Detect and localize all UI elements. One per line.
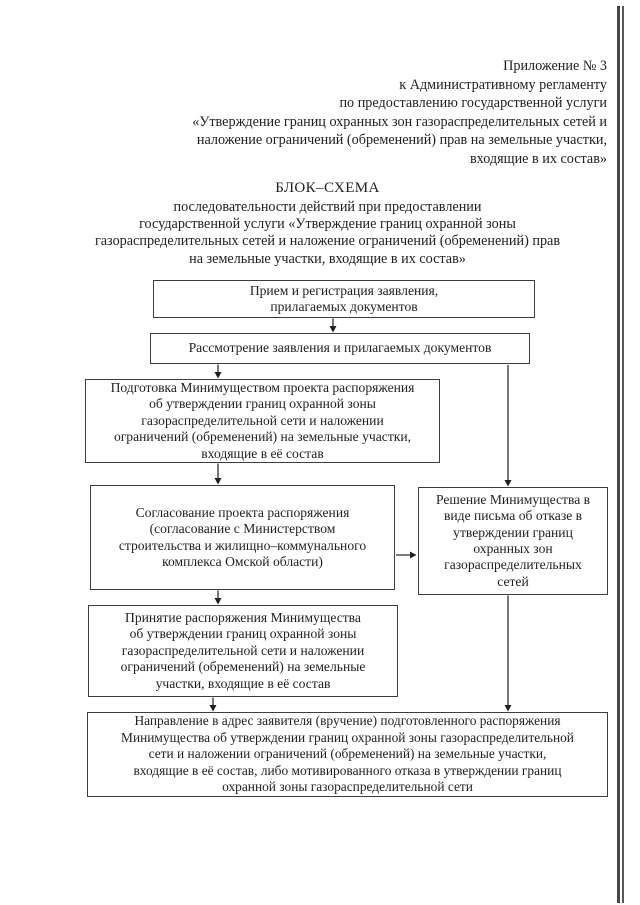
text-line: входящие в её состав, либо мотивированно… [133, 762, 562, 778]
text-line: Минимущества об утверждении границ охран… [121, 729, 574, 745]
text-line: газораспределительных [444, 557, 582, 573]
text-line: сети и наложении ограничений (обременени… [148, 746, 547, 762]
text-line: охранной зоны газораспределительной сети [222, 779, 473, 795]
step-approval-box: Согласование проекта распоряжения(соглас… [90, 485, 395, 590]
text-line: газораспределительной сети и наложении [121, 642, 365, 658]
scheme-subtitle: последовательности действий при предоста… [35, 199, 620, 268]
arrow-refusal-to-delivery [504, 595, 512, 712]
text-line: входящие в её состав [201, 445, 324, 461]
text-line: (согласование с Министерством [149, 521, 336, 537]
text-line: ограничений (обременений) на земельные [120, 659, 366, 675]
text-line: Решение Минимущества в [435, 491, 591, 507]
text-line: последовательности действий при предоста… [173, 199, 482, 215]
arrow-approval-to-refusal [396, 551, 417, 559]
page-scan-edge-line [617, 6, 620, 903]
page-scan-edge-line-2 [622, 6, 624, 903]
text-line: об утверждении границ охранной зоны [129, 626, 357, 642]
text-line: строительства и жилищно–коммунального [118, 537, 367, 553]
text-line: Согласование проекта распоряжения [135, 504, 350, 520]
scheme-title: БЛОК–СХЕМА [275, 180, 380, 196]
text-line: по предоставлению государственной услуги [339, 95, 607, 112]
appendix-header: Приложение № 3 к Административному реглам… [30, 57, 607, 169]
text-line: наложение ограничений (обременений) прав… [196, 132, 607, 149]
text-line: Прием и регистрация заявления, [249, 282, 439, 298]
arrow-draft-to-approval [214, 463, 222, 485]
text-line: участки, входящие в её состав [155, 675, 331, 691]
text-line: Направление в адрес заявителя (вручение)… [134, 713, 561, 729]
arrow-adoption-to-delivery [209, 697, 217, 712]
text-line: сетей [497, 573, 529, 589]
text-line: ограничений (обременений) на земельные у… [113, 429, 412, 445]
text-line: Принятие распоряжения Минимущества [125, 609, 361, 625]
step-draft-preparation-box: Подготовка Минимуществом проекта распоря… [85, 379, 440, 463]
arrow-review-to-refusal [504, 365, 512, 487]
text-line: Приложение № 3 [503, 58, 607, 74]
text-line: Рассмотрение заявления и прилагаемых док… [188, 340, 492, 356]
text-line: Подготовка Минимуществом проекта распоря… [110, 379, 415, 395]
text-line: газораспределительной сети и наложении [141, 412, 384, 428]
step-review-box: Рассмотрение заявления и прилагаемых док… [150, 333, 530, 364]
text-line: на земельные участки, входящие в их сост… [189, 250, 466, 267]
text-line: входящие в их состав» [469, 150, 607, 167]
text-line: прилагаемых документов [270, 299, 418, 314]
text-line: «Утверждение границ охранных зон газорас… [192, 113, 607, 130]
step-reception-box: Прием и регистрация заявления,прилагаемы… [153, 280, 535, 318]
arrow-reception-to-review [329, 318, 337, 333]
text-line: охранных зон [473, 541, 553, 556]
text-line: газораспределительных сетей и наложение … [94, 233, 561, 250]
text-line: утверждении границ [453, 524, 573, 540]
arrow-review-to-draft [214, 364, 222, 379]
text-line: комплекса Омской области) [162, 553, 323, 569]
step-delivery-box: Направление в адрес заявителя (вручение)… [87, 712, 608, 797]
text-line: об утверждении границ охранной зоны [149, 396, 376, 412]
text-line: государственной услуги «Утверждение гран… [139, 216, 516, 233]
arrow-approval-to-adoption [214, 590, 222, 605]
text-line: виде письма об отказе в [443, 508, 583, 524]
text-line: к Административному регламенту [399, 76, 607, 93]
